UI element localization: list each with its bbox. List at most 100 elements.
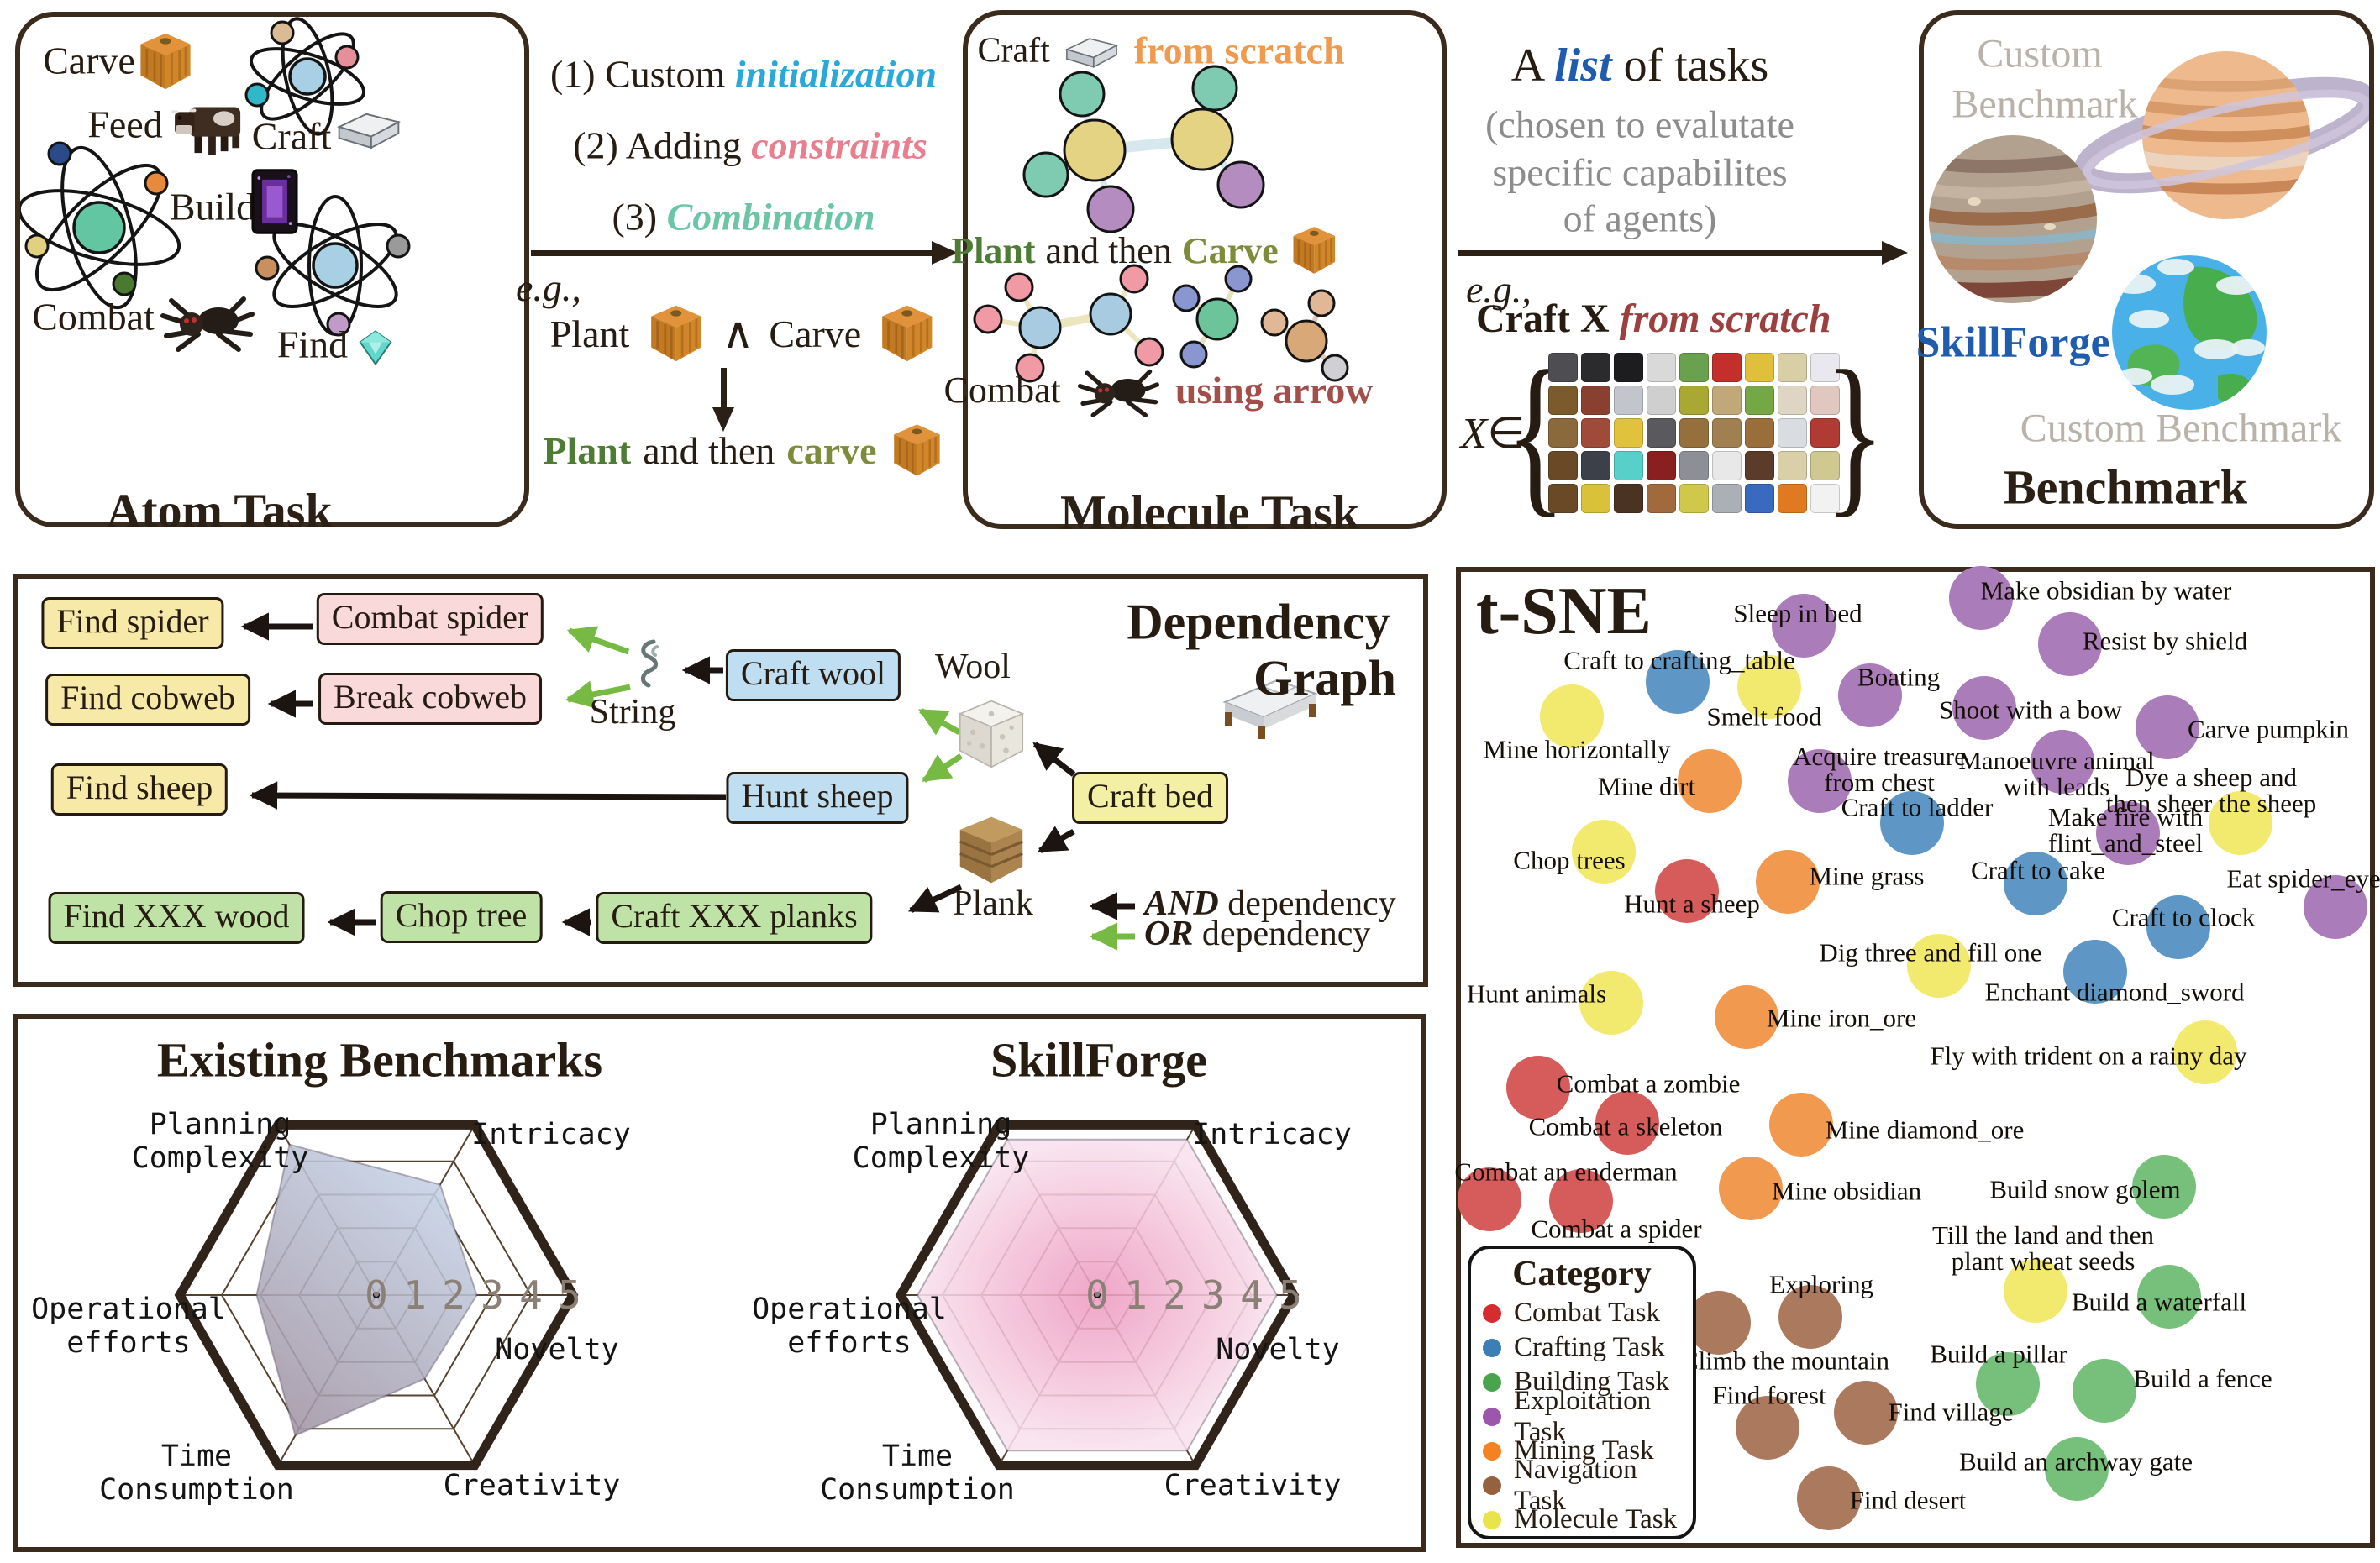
legend-row-exploitation-task: Exploitation Task [1471, 1386, 1693, 1447]
tsne-point-label: Find village [1888, 1397, 2014, 1427]
minecraft-item-icon [1614, 484, 1643, 513]
minecraft-item-icon [1647, 353, 1676, 382]
svg-text:5: 5 [1279, 1272, 1302, 1318]
step-1: (1) Custom initialization [550, 52, 937, 97]
minecraft-item-icon [1647, 418, 1676, 448]
and-text: dependency [1218, 884, 1396, 923]
result-mid: and then [643, 428, 775, 472]
tsne-point [1907, 934, 1971, 998]
dependency-arrows [240, 612, 1135, 951]
legend-label: Building Task [1514, 1366, 1670, 1397]
expr-carve: Carve [769, 312, 862, 355]
mol-craft: Craft [977, 31, 1050, 70]
iron-ingot-icon [1062, 30, 1122, 71]
minecraft-item-icon [1614, 386, 1643, 415]
molecule-row-1: Craft from scratch [977, 29, 1344, 73]
node-craft-bed: Craft bed [1072, 772, 1228, 824]
and-accent: AND [1144, 884, 1219, 923]
tsne-point-label: Hunt a sheep [1624, 889, 1760, 919]
or-dependency-legend: OR dependency [1144, 914, 1370, 954]
legend-row-combat-task: Combat Task [1471, 1296, 1693, 1330]
tsne-title: t-SNE [1476, 574, 1652, 648]
tsne-point [2063, 940, 2127, 1004]
svg-text:Creativity: Creativity [1164, 1469, 1342, 1503]
legend-label: Mining Task [1514, 1435, 1654, 1466]
plank-block-icon [954, 811, 1028, 889]
list-title-pre: A [1510, 39, 1555, 92]
minecraft-item-icon [1548, 418, 1578, 448]
svg-text:3: 3 [1201, 1272, 1225, 1318]
minecraft-item-icon [1548, 386, 1578, 415]
tsne-point [1715, 985, 1778, 1049]
arrow-molecules-to-benchmark [1458, 241, 1908, 265]
molecule-row-3: Combat using arrow [944, 361, 1373, 418]
minecraft-item-icon [1810, 484, 1840, 513]
element-of-symbol: ∈ [1487, 410, 1526, 458]
subtitle-line-1: (chosen to evalutate [1485, 102, 1794, 146]
minecraft-item-icon [1745, 484, 1774, 513]
list-title-post: of tasks [1611, 39, 1769, 92]
svg-text:4: 4 [1240, 1272, 1264, 1318]
tsne-point-label: Eat spider_eye [2226, 863, 2380, 894]
tsne-point [1949, 566, 2013, 630]
minecraft-item-icon [1647, 484, 1676, 513]
tsne-point-label: Craft to clock [2111, 902, 2256, 932]
legend-color-dot [1483, 1303, 1501, 1323]
tsne-point-label: Find forest [1712, 1380, 1826, 1410]
minecraft-item-icon [1679, 451, 1709, 480]
tsne-point [1838, 663, 1902, 727]
mol-and-then: and then [1045, 229, 1172, 271]
mol-carve: Carve [1181, 229, 1279, 271]
svg-text:Creativity: Creativity [444, 1469, 621, 1503]
subtitle-line-3: of agents) [1563, 197, 1717, 240]
minecraft-item-icon [1778, 418, 1807, 448]
minecraft-item-icon [1581, 418, 1610, 448]
minecraft-item-icon [1712, 484, 1742, 513]
dependency-title-1: Dependency [1127, 594, 1390, 650]
molecule-panel-title: Molecule Task [1059, 485, 1360, 540]
radar-title-existing: Existing Benchmarks [156, 1032, 603, 1088]
minecraft-item-icon [1745, 451, 1774, 480]
molecule-row-2: Plant and then Carve [951, 223, 1340, 278]
tsne-point-label: Build a pillar [1930, 1339, 2067, 1369]
legend-label: Navigation Task [1514, 1454, 1637, 1516]
tsne-point-label: Enchant diamond_sword [1984, 977, 2245, 1007]
string-icon [620, 638, 674, 692]
nether-portal-icon [251, 168, 298, 235]
custom-benchmark-bottom: Custom Benchmark [2020, 406, 2342, 451]
tsne-point [2004, 1259, 2067, 1323]
legend-color-dot [1483, 1441, 1501, 1461]
minecraft-item-icon [1712, 418, 1742, 448]
tsne-point-label: Make obsidian by water [1980, 575, 2232, 606]
svg-text:efforts: efforts [787, 1326, 912, 1360]
minecraft-item-icon [1548, 353, 1578, 382]
svg-text:2: 2 [442, 1272, 465, 1318]
iron-ingot-icon [333, 104, 405, 153]
molecule-decorations [973, 65, 1349, 383]
list-title-accent: list [1554, 39, 1612, 92]
result-carve: carve [786, 428, 877, 472]
svg-text:Novelty: Novelty [1216, 1333, 1340, 1366]
molecule-task-panel: Craft from scratch Plant and then Carve … [944, 10, 1447, 540]
spider-icon [1074, 361, 1162, 418]
svg-text:Consumption: Consumption [820, 1473, 1015, 1507]
tsne-point-label: Smelt food [1706, 701, 1822, 732]
minecraft-item-icon [1778, 451, 1807, 480]
tsne-point [1788, 749, 1852, 813]
minecraft-item-icon [1778, 353, 1807, 382]
svg-text:Operational: Operational [752, 1293, 947, 1326]
tsne-point-label: Build a fence [2133, 1363, 2272, 1393]
wool-block-icon [954, 695, 1028, 773]
step-3: (3) Combination [612, 195, 875, 239]
atom-panel-title: Atom Task [106, 483, 333, 538]
node-chop-tree: Chop tree [380, 891, 543, 943]
tsne-point [2173, 1020, 2237, 1084]
minecraft-item-icon [1679, 353, 1709, 382]
legend-color-dot [1483, 1476, 1501, 1495]
legend-label: Combat Task [1514, 1298, 1660, 1328]
craft-x-pre: Craft X [1476, 296, 1620, 341]
